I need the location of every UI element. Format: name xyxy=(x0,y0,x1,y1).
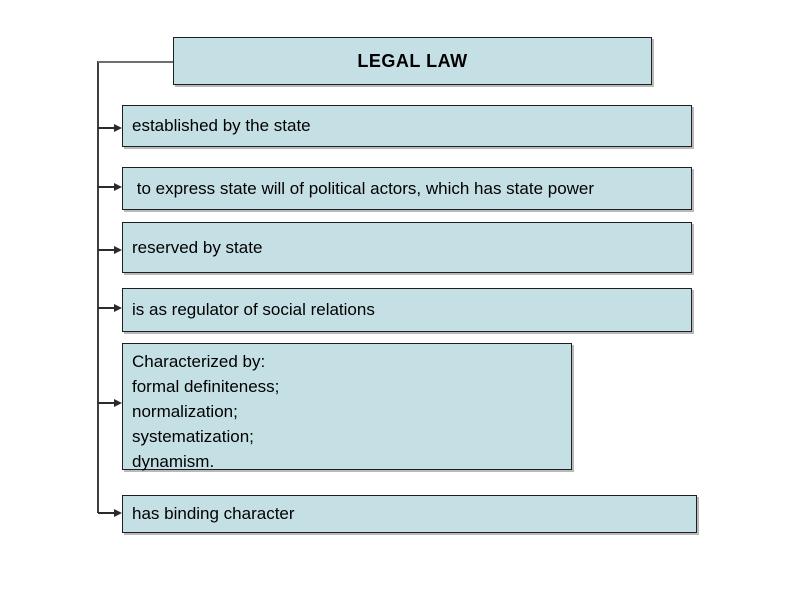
arrow-shaft xyxy=(98,186,114,188)
connector-title-line xyxy=(98,61,174,63)
connector-arrow-binding xyxy=(98,509,122,517)
feature-box-label: reserved by state xyxy=(132,237,263,257)
feature-box-reserved: reserved by state xyxy=(122,222,692,273)
arrow-shaft xyxy=(98,307,114,309)
characterized-line: formal definiteness; xyxy=(132,377,280,396)
arrow-shaft xyxy=(98,249,114,251)
arrow-shaft xyxy=(98,512,114,514)
characterized-line: Characterized by: xyxy=(132,352,266,371)
feature-box-label: to express state will of political actor… xyxy=(132,178,595,198)
title-box: LEGAL LAW xyxy=(173,37,652,85)
arrow-shaft xyxy=(98,402,114,404)
arrow-head-icon xyxy=(114,399,122,407)
connector-arrow-reserved xyxy=(98,246,122,254)
characterized-line: systematization; xyxy=(132,427,254,446)
arrow-head-icon xyxy=(114,183,122,191)
feature-box-express-state-will: to express state will of political actor… xyxy=(122,167,692,210)
characterized-line: normalization; xyxy=(132,402,238,421)
arrow-head-icon xyxy=(114,304,122,312)
feature-box-characterized: Characterized by: formal definiteness; n… xyxy=(122,343,572,471)
feature-box-label: has binding character xyxy=(132,504,295,524)
arrow-head-icon xyxy=(114,509,122,517)
feature-box-established: established by the state xyxy=(122,105,692,147)
arrow-shaft xyxy=(98,127,114,129)
connector-arrow-established xyxy=(98,124,122,132)
feature-box-label: is as regulator of social relations xyxy=(132,300,375,320)
connector-arrow-express-state-will xyxy=(98,183,122,191)
characterized-line: dynamism. xyxy=(132,452,215,471)
connector-vertical-line xyxy=(97,61,99,513)
feature-box-regulator: is as regulator of social relations xyxy=(122,288,692,332)
arrow-head-icon xyxy=(114,246,122,254)
arrow-head-icon xyxy=(114,124,122,132)
title-text: LEGAL LAW xyxy=(357,50,468,71)
feature-box-binding: has binding character xyxy=(122,495,697,533)
connector-arrow-characterized xyxy=(98,399,122,407)
feature-box-label: established by the state xyxy=(132,116,311,136)
connector-arrow-regulator xyxy=(98,304,122,312)
